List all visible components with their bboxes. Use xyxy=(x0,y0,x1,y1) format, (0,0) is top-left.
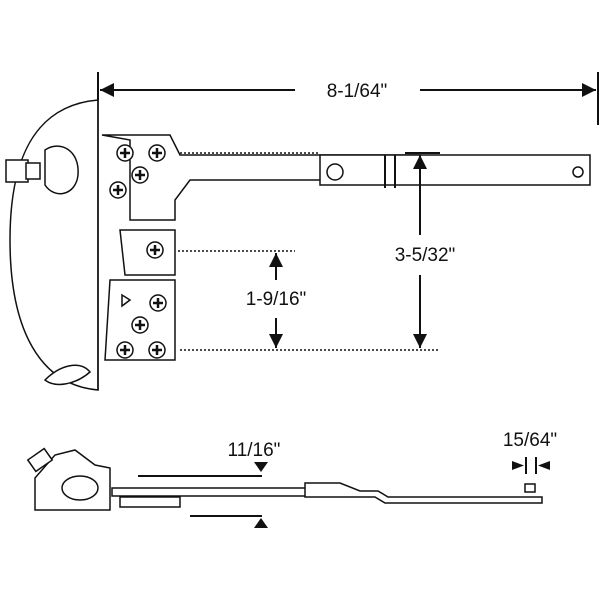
arrow-right-icon xyxy=(512,461,524,470)
crank-stud-icon xyxy=(5,159,29,183)
arrow-down-icon xyxy=(254,462,268,472)
overall-length-label: 8-1/64" xyxy=(327,81,388,102)
arm-offset-dimension: 3-5/32" xyxy=(180,152,456,351)
side-height-label: 11/16" xyxy=(228,440,281,461)
arrow-left-icon xyxy=(538,461,550,470)
bracket-height-label: 1-9/16" xyxy=(246,289,307,310)
operator-top-view xyxy=(5,99,591,391)
tip-width-label: 15/64" xyxy=(503,430,557,451)
bracket-height-dimension: 1-9/16" xyxy=(178,250,307,348)
arm-offset-label: 3-5/32" xyxy=(395,245,456,266)
operator-side-view: 11/16" 15/64" xyxy=(26,430,557,528)
overall-length-dimension: 8-1/64" xyxy=(97,72,599,125)
arrow-up-icon xyxy=(254,518,268,528)
